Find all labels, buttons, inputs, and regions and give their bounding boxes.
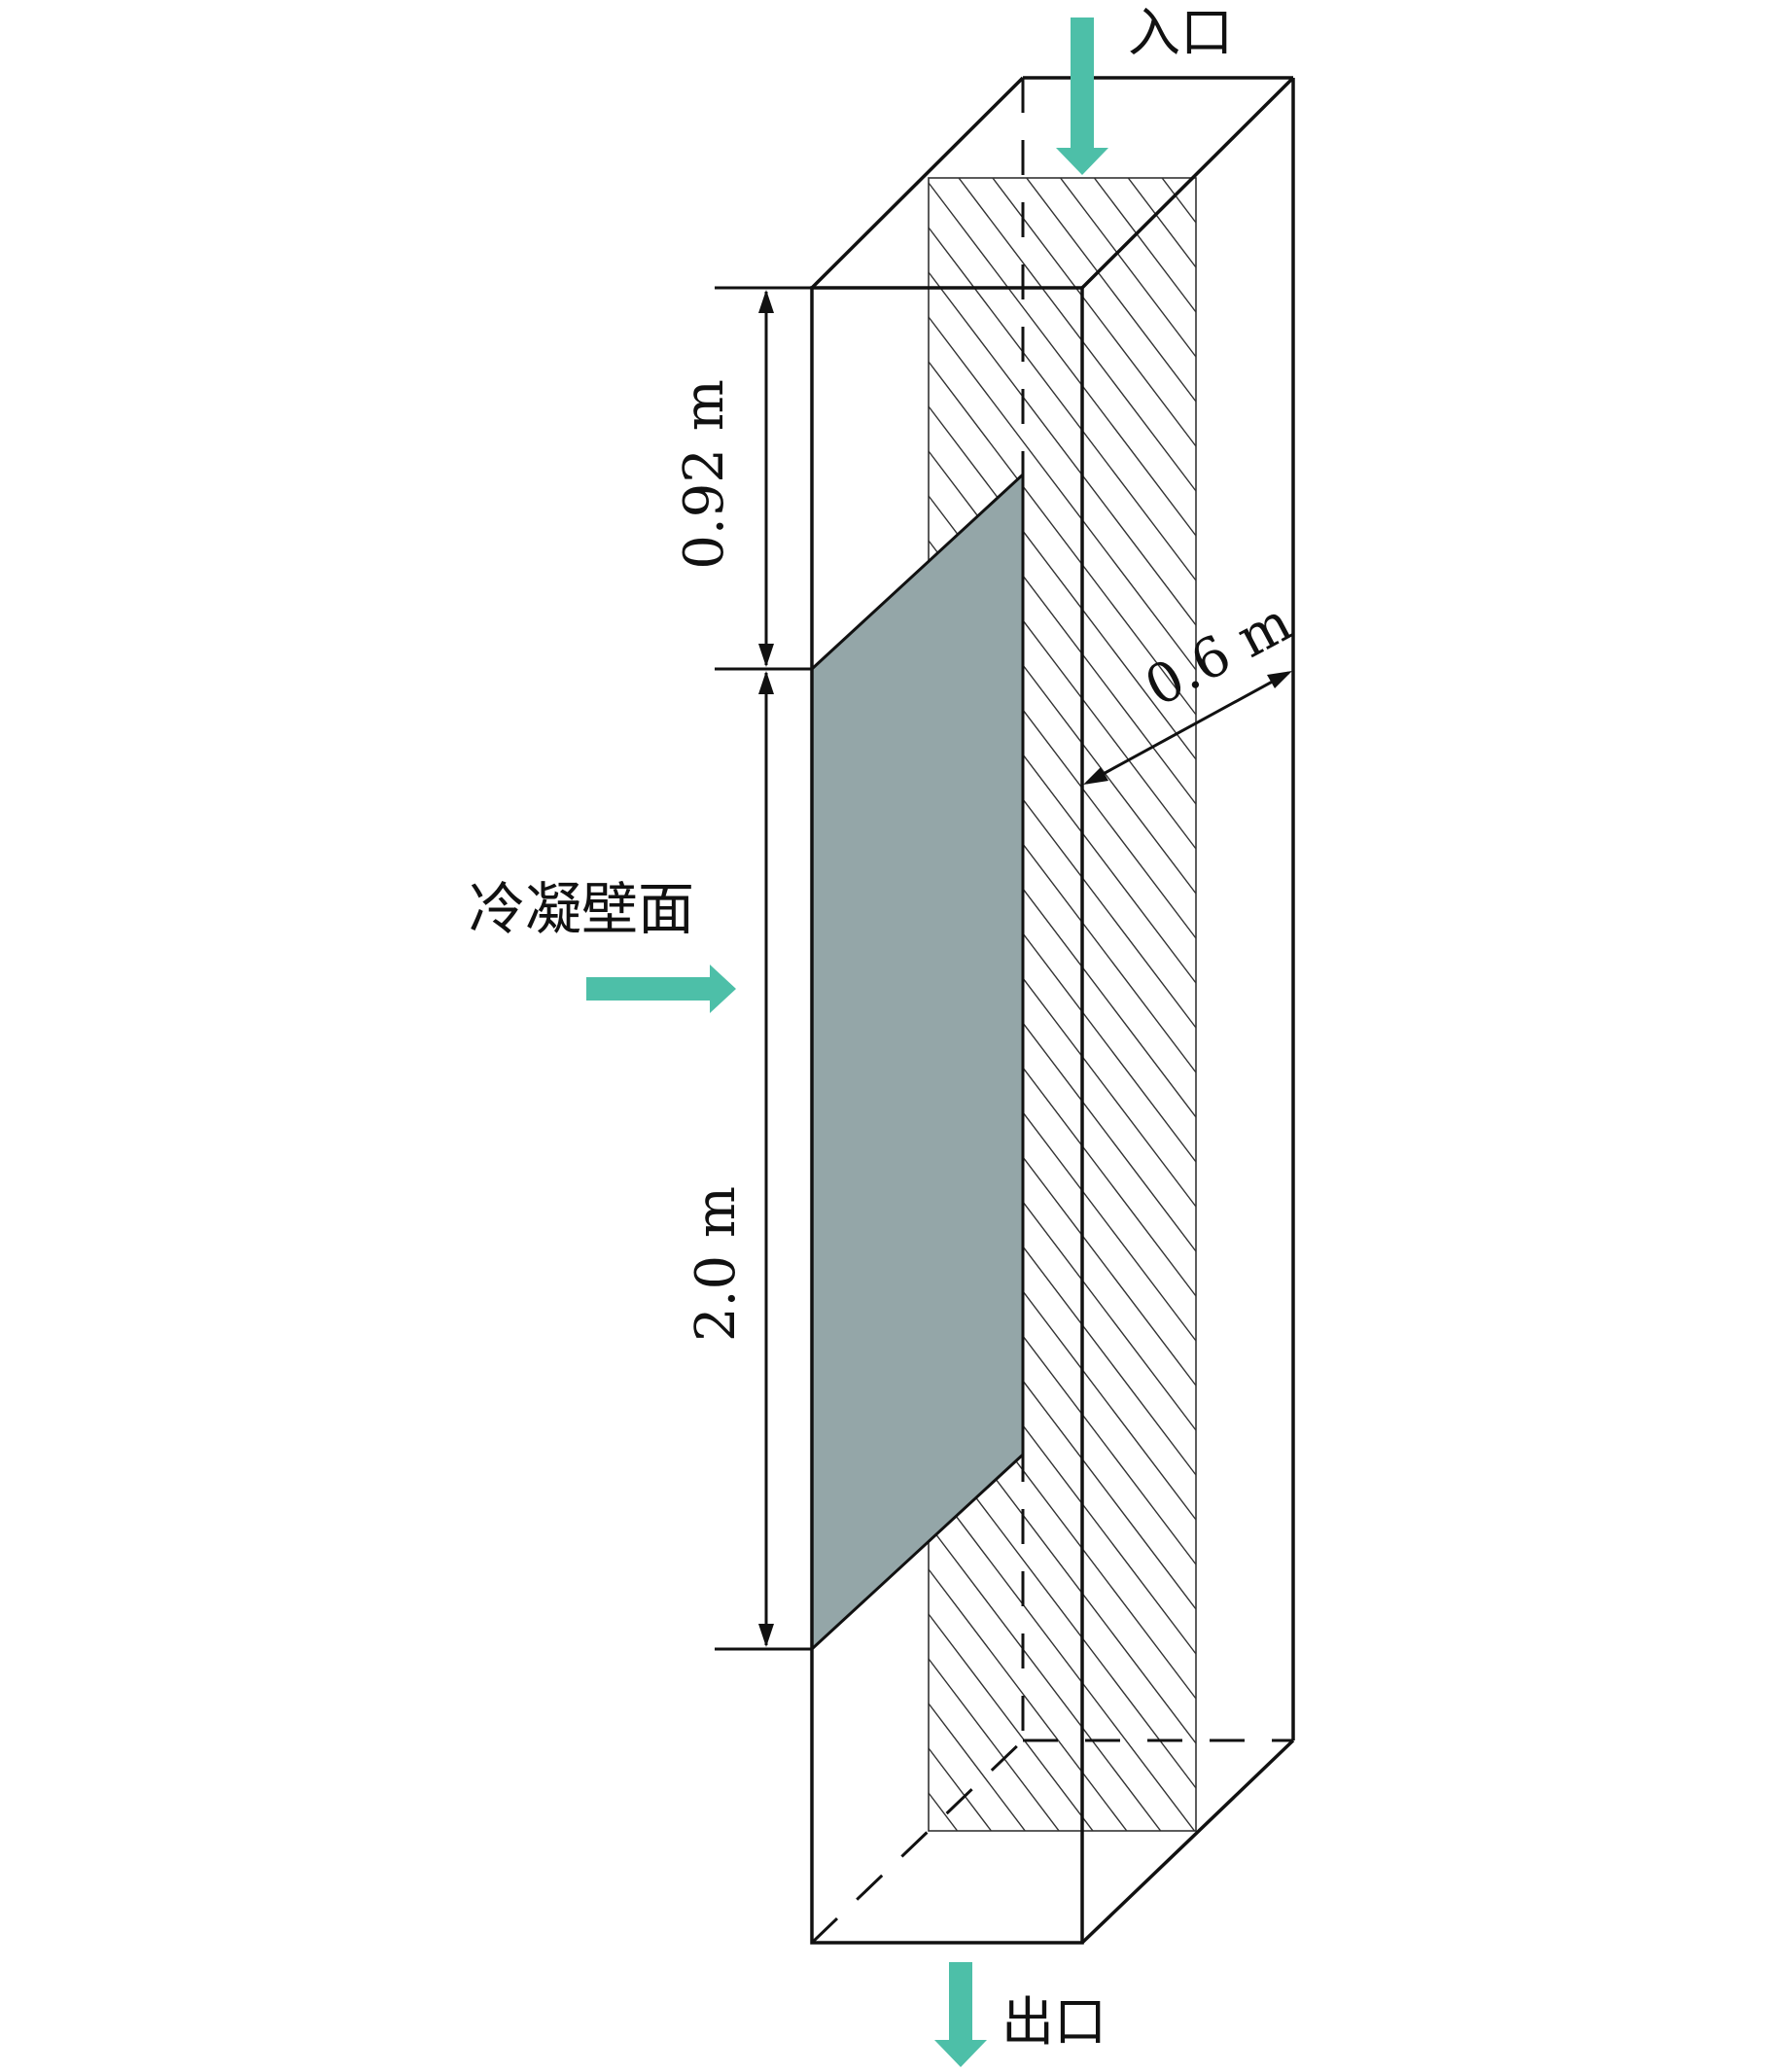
hatch-line (929, 1613, 1196, 1831)
arrowhead-bottom-down (758, 1624, 774, 1647)
top-right-depth-edge (1080, 76, 1295, 290)
hatch-line (929, 405, 1196, 760)
height-dimension-arrowheads (758, 290, 774, 1647)
inlet-label: 入口 (1128, 2, 1233, 63)
condensing-wall-surface (810, 471, 1025, 1653)
top-left-depth-edge (810, 76, 1025, 290)
arrowhead-bottom-up (758, 671, 774, 694)
height-dimensions (715, 286, 812, 1651)
box-hidden-edges (810, 78, 1293, 1945)
outlet-arrow-icon (934, 1962, 987, 2067)
bottom-left-depth-edge-hidden (810, 1738, 1025, 1945)
hatched-section-plane (928, 177, 1197, 1832)
outlet-indicator: 出口 (934, 1962, 1107, 2067)
box-visible-edges (810, 76, 1295, 1945)
hatch-line (929, 1747, 1196, 1831)
outlet-label: 出口 (1001, 1991, 1107, 2053)
depth-dim-line (1086, 671, 1289, 785)
condensing-wall-callout: 冷凝壁面 (469, 876, 736, 1013)
bottom-right-depth-edge (1080, 1738, 1295, 1945)
dim-label-2-0m: 2.0 m (685, 1186, 748, 1342)
dim-label-0-6m: 0.6 m (1135, 590, 1302, 719)
hatch-line (929, 361, 1196, 716)
inlet-indicator: 入口 (1056, 2, 1233, 175)
hatch-line (929, 1524, 1196, 1831)
hatch-line (929, 1658, 1196, 1831)
hatch-line (929, 178, 1196, 403)
inlet-arrow-icon (1056, 18, 1108, 175)
arrowhead-top-up (758, 290, 774, 313)
hatch-line (929, 178, 1196, 313)
condensing-wall-arrow-icon (586, 965, 736, 1013)
hatch-lines (929, 178, 1196, 1831)
hatch-line (929, 182, 1196, 537)
depth-arrowhead-right (1267, 671, 1292, 688)
hatch-line (929, 178, 1196, 268)
dim-label-0-92m: 0.92 m (673, 379, 736, 570)
hatch-line (929, 1703, 1196, 1831)
hatch-line (929, 271, 1196, 626)
condensing-wall-label: 冷凝壁面 (469, 876, 694, 942)
hatch-line (929, 316, 1196, 671)
depth-arrowhead-left (1083, 767, 1108, 785)
hatch-line (929, 450, 1196, 805)
hatch-line (929, 178, 1196, 492)
arrowhead-top-down (758, 644, 774, 667)
hatch-line (929, 178, 1196, 358)
front-face (810, 286, 1084, 1945)
hatch-line (929, 1568, 1196, 1831)
hatch-line (929, 178, 1196, 447)
hatch-line (929, 1479, 1196, 1831)
